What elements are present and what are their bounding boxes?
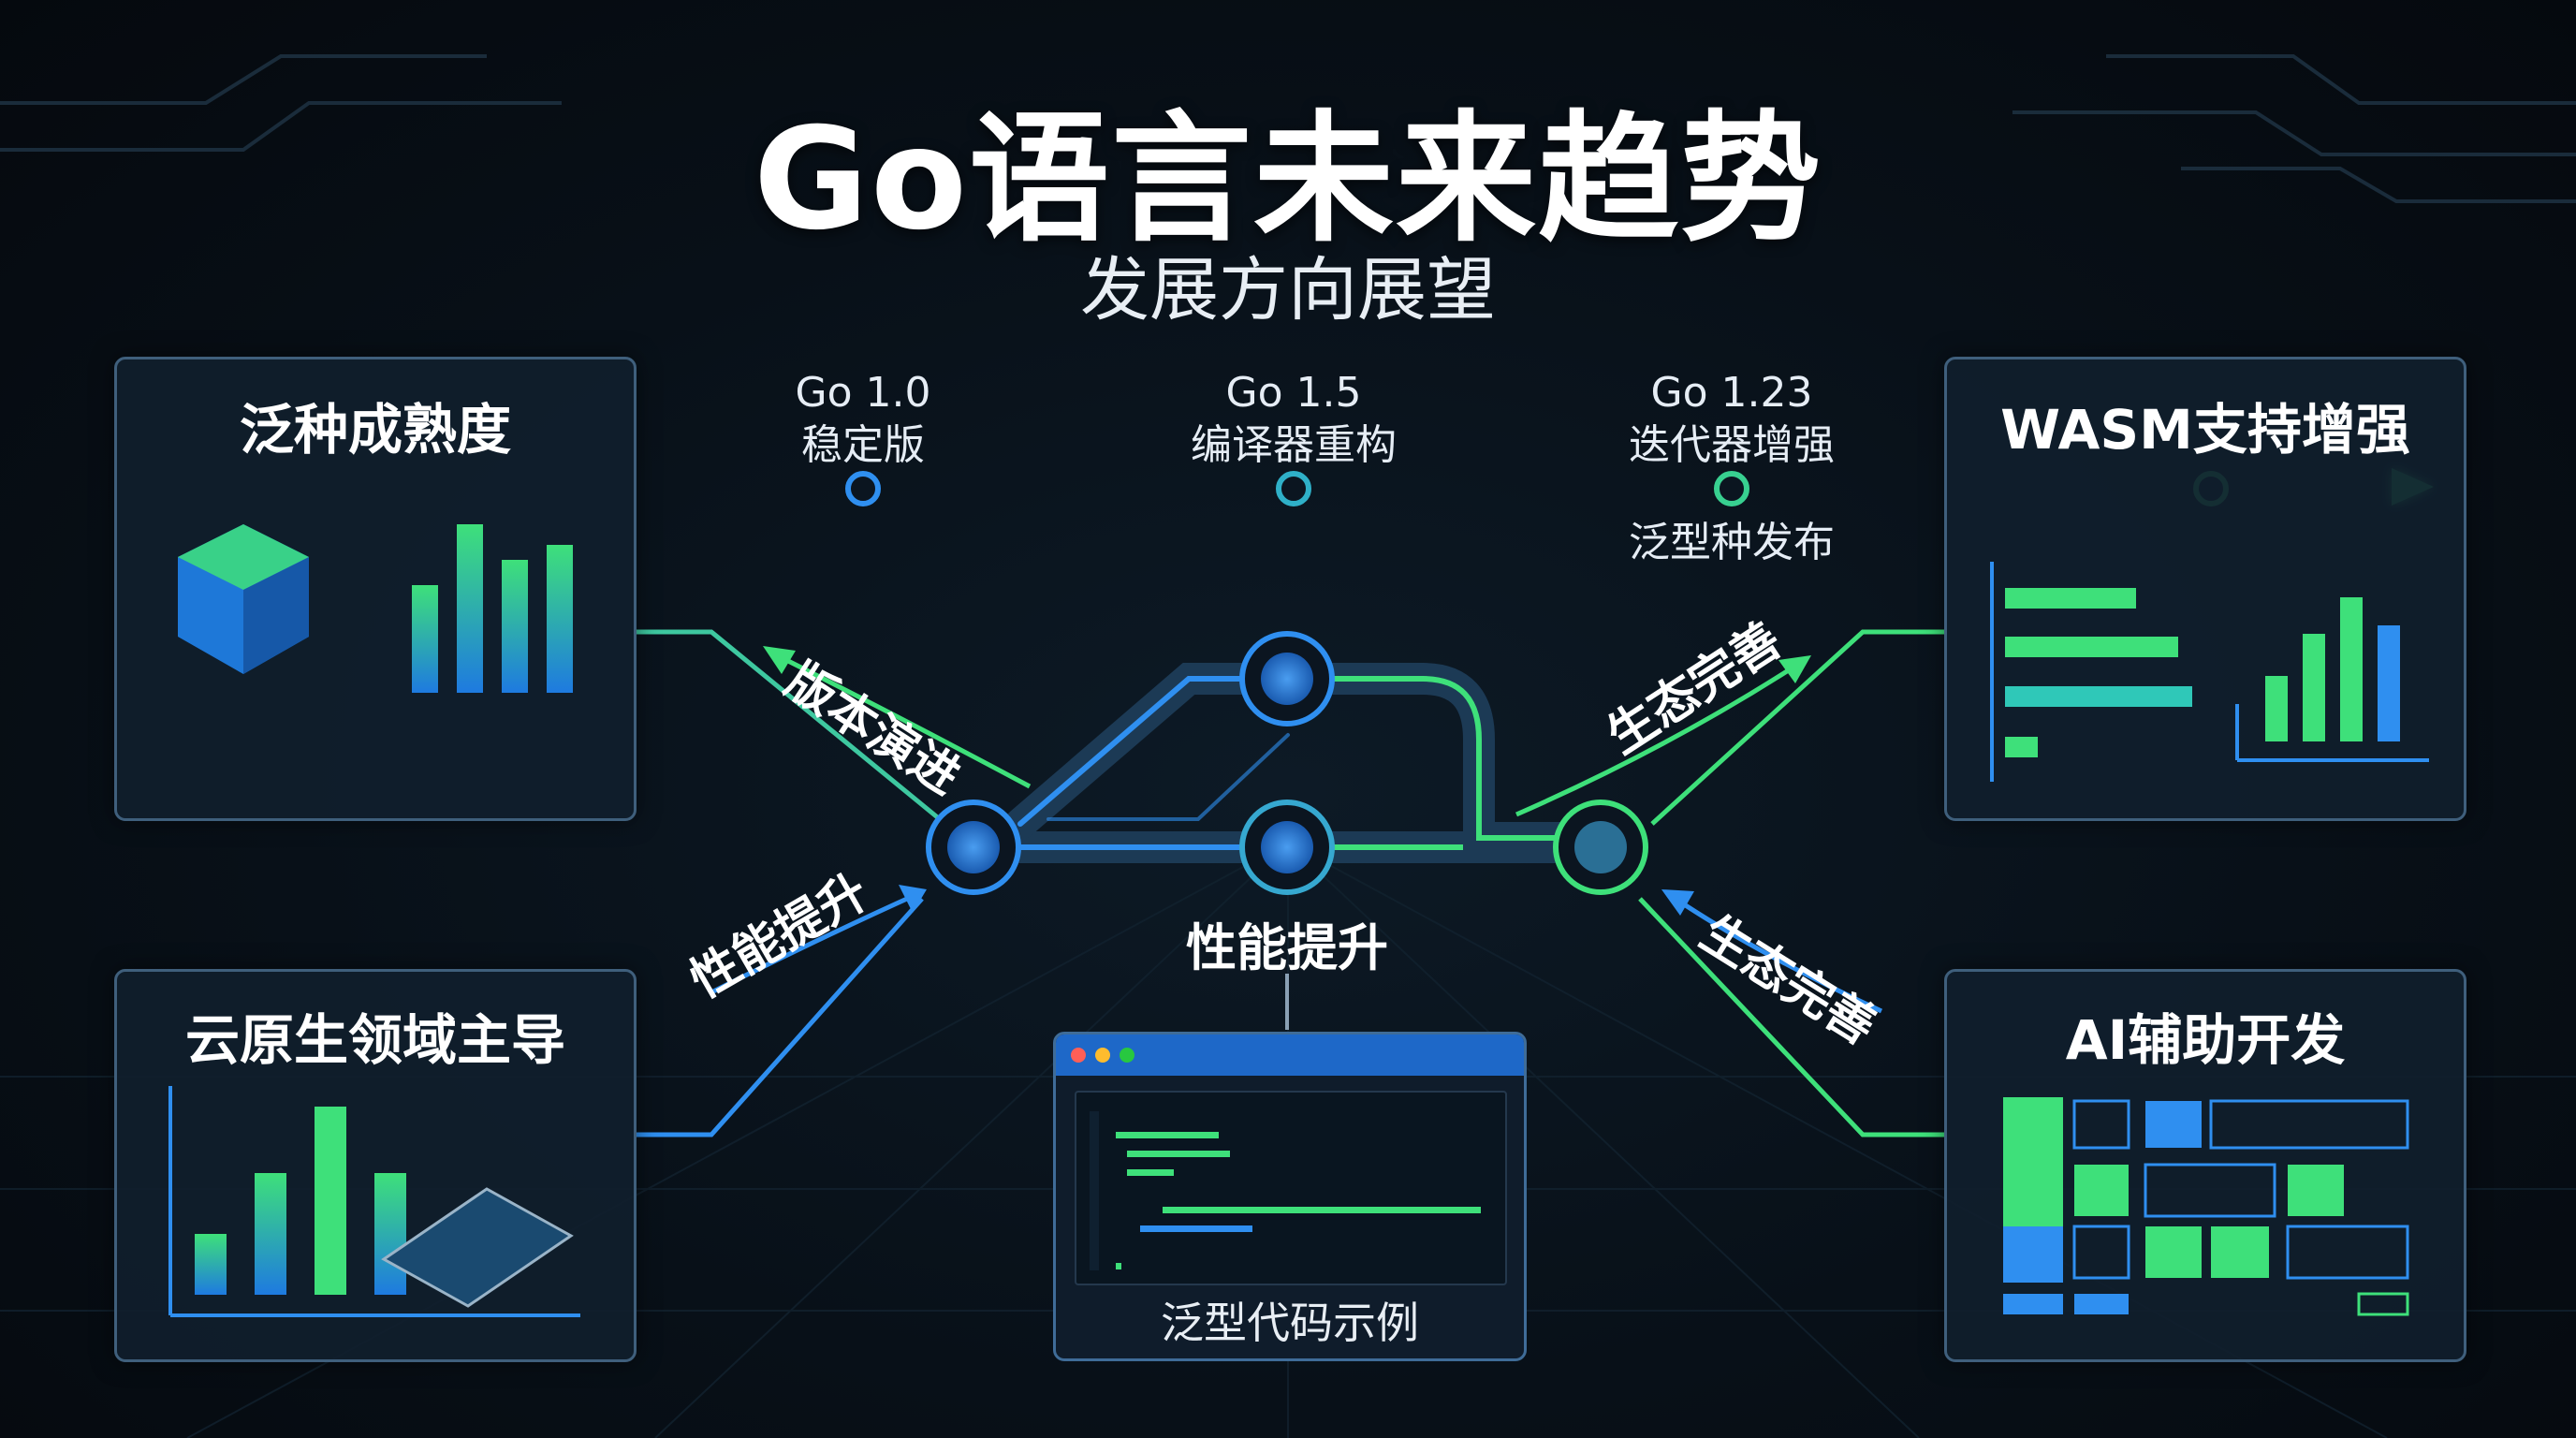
- timeline-milestone-2: Go 1.5 编译器重构: [1153, 367, 1434, 472]
- panel-connectors: [635, 629, 1947, 1137]
- panel-wasm: WASM支持增强: [1944, 357, 2466, 821]
- panel-title: 泛种成熟度: [239, 398, 511, 462]
- panel-title: WASM支持增强: [2000, 398, 2410, 462]
- timeline-milestone-1: Go 1.0 稳定版: [723, 367, 1003, 472]
- code-editor-area: [1075, 1091, 1507, 1285]
- code-example-panel: 泛型代码示例: [1053, 1032, 1527, 1361]
- milestone-desc: 编译器重构: [1191, 421, 1397, 469]
- timeline-milestone-3: Go 1.23 迭代器增强: [1591, 367, 1872, 472]
- milestone-desc: 稳定版: [801, 421, 925, 469]
- code-lines-graphic: [1090, 1111, 1481, 1270]
- timeline-extra-label: 泛型种发布: [1629, 519, 1835, 566]
- milestone-desc: 迭代器增强: [1629, 421, 1835, 469]
- label-arrows: [710, 646, 1883, 1014]
- panel-title: 云原生领域主导: [184, 1008, 565, 1072]
- minimize-dot-icon: [1095, 1048, 1110, 1063]
- milestone-version: Go 1.5: [1225, 369, 1362, 417]
- label-performance-center: 性能提升: [1186, 918, 1388, 977]
- panel-title: AI辅助开发: [2065, 1008, 2346, 1072]
- panel-ai-dev: AI辅助开发: [1944, 969, 2466, 1362]
- panel-generics-maturity: 泛种成熟度: [114, 357, 637, 821]
- maximize-dot-icon: [1120, 1048, 1134, 1063]
- page-title: Go语言未来趋势: [753, 98, 1823, 261]
- milestone-version: Go 1.23: [1650, 369, 1813, 417]
- code-window-titlebar: [1056, 1034, 1524, 1076]
- page-subtitle: 发展方向展望: [1080, 250, 1496, 330]
- close-dot-icon: [1071, 1048, 1086, 1063]
- circuit-traces: [0, 54, 2576, 203]
- panel-cloud-native: 云原生领域主导: [114, 969, 637, 1362]
- milestone-version: Go 1.0: [795, 369, 931, 417]
- flow-nodes: [926, 631, 1648, 895]
- code-panel-caption: 泛型代码示例: [1161, 1298, 1419, 1348]
